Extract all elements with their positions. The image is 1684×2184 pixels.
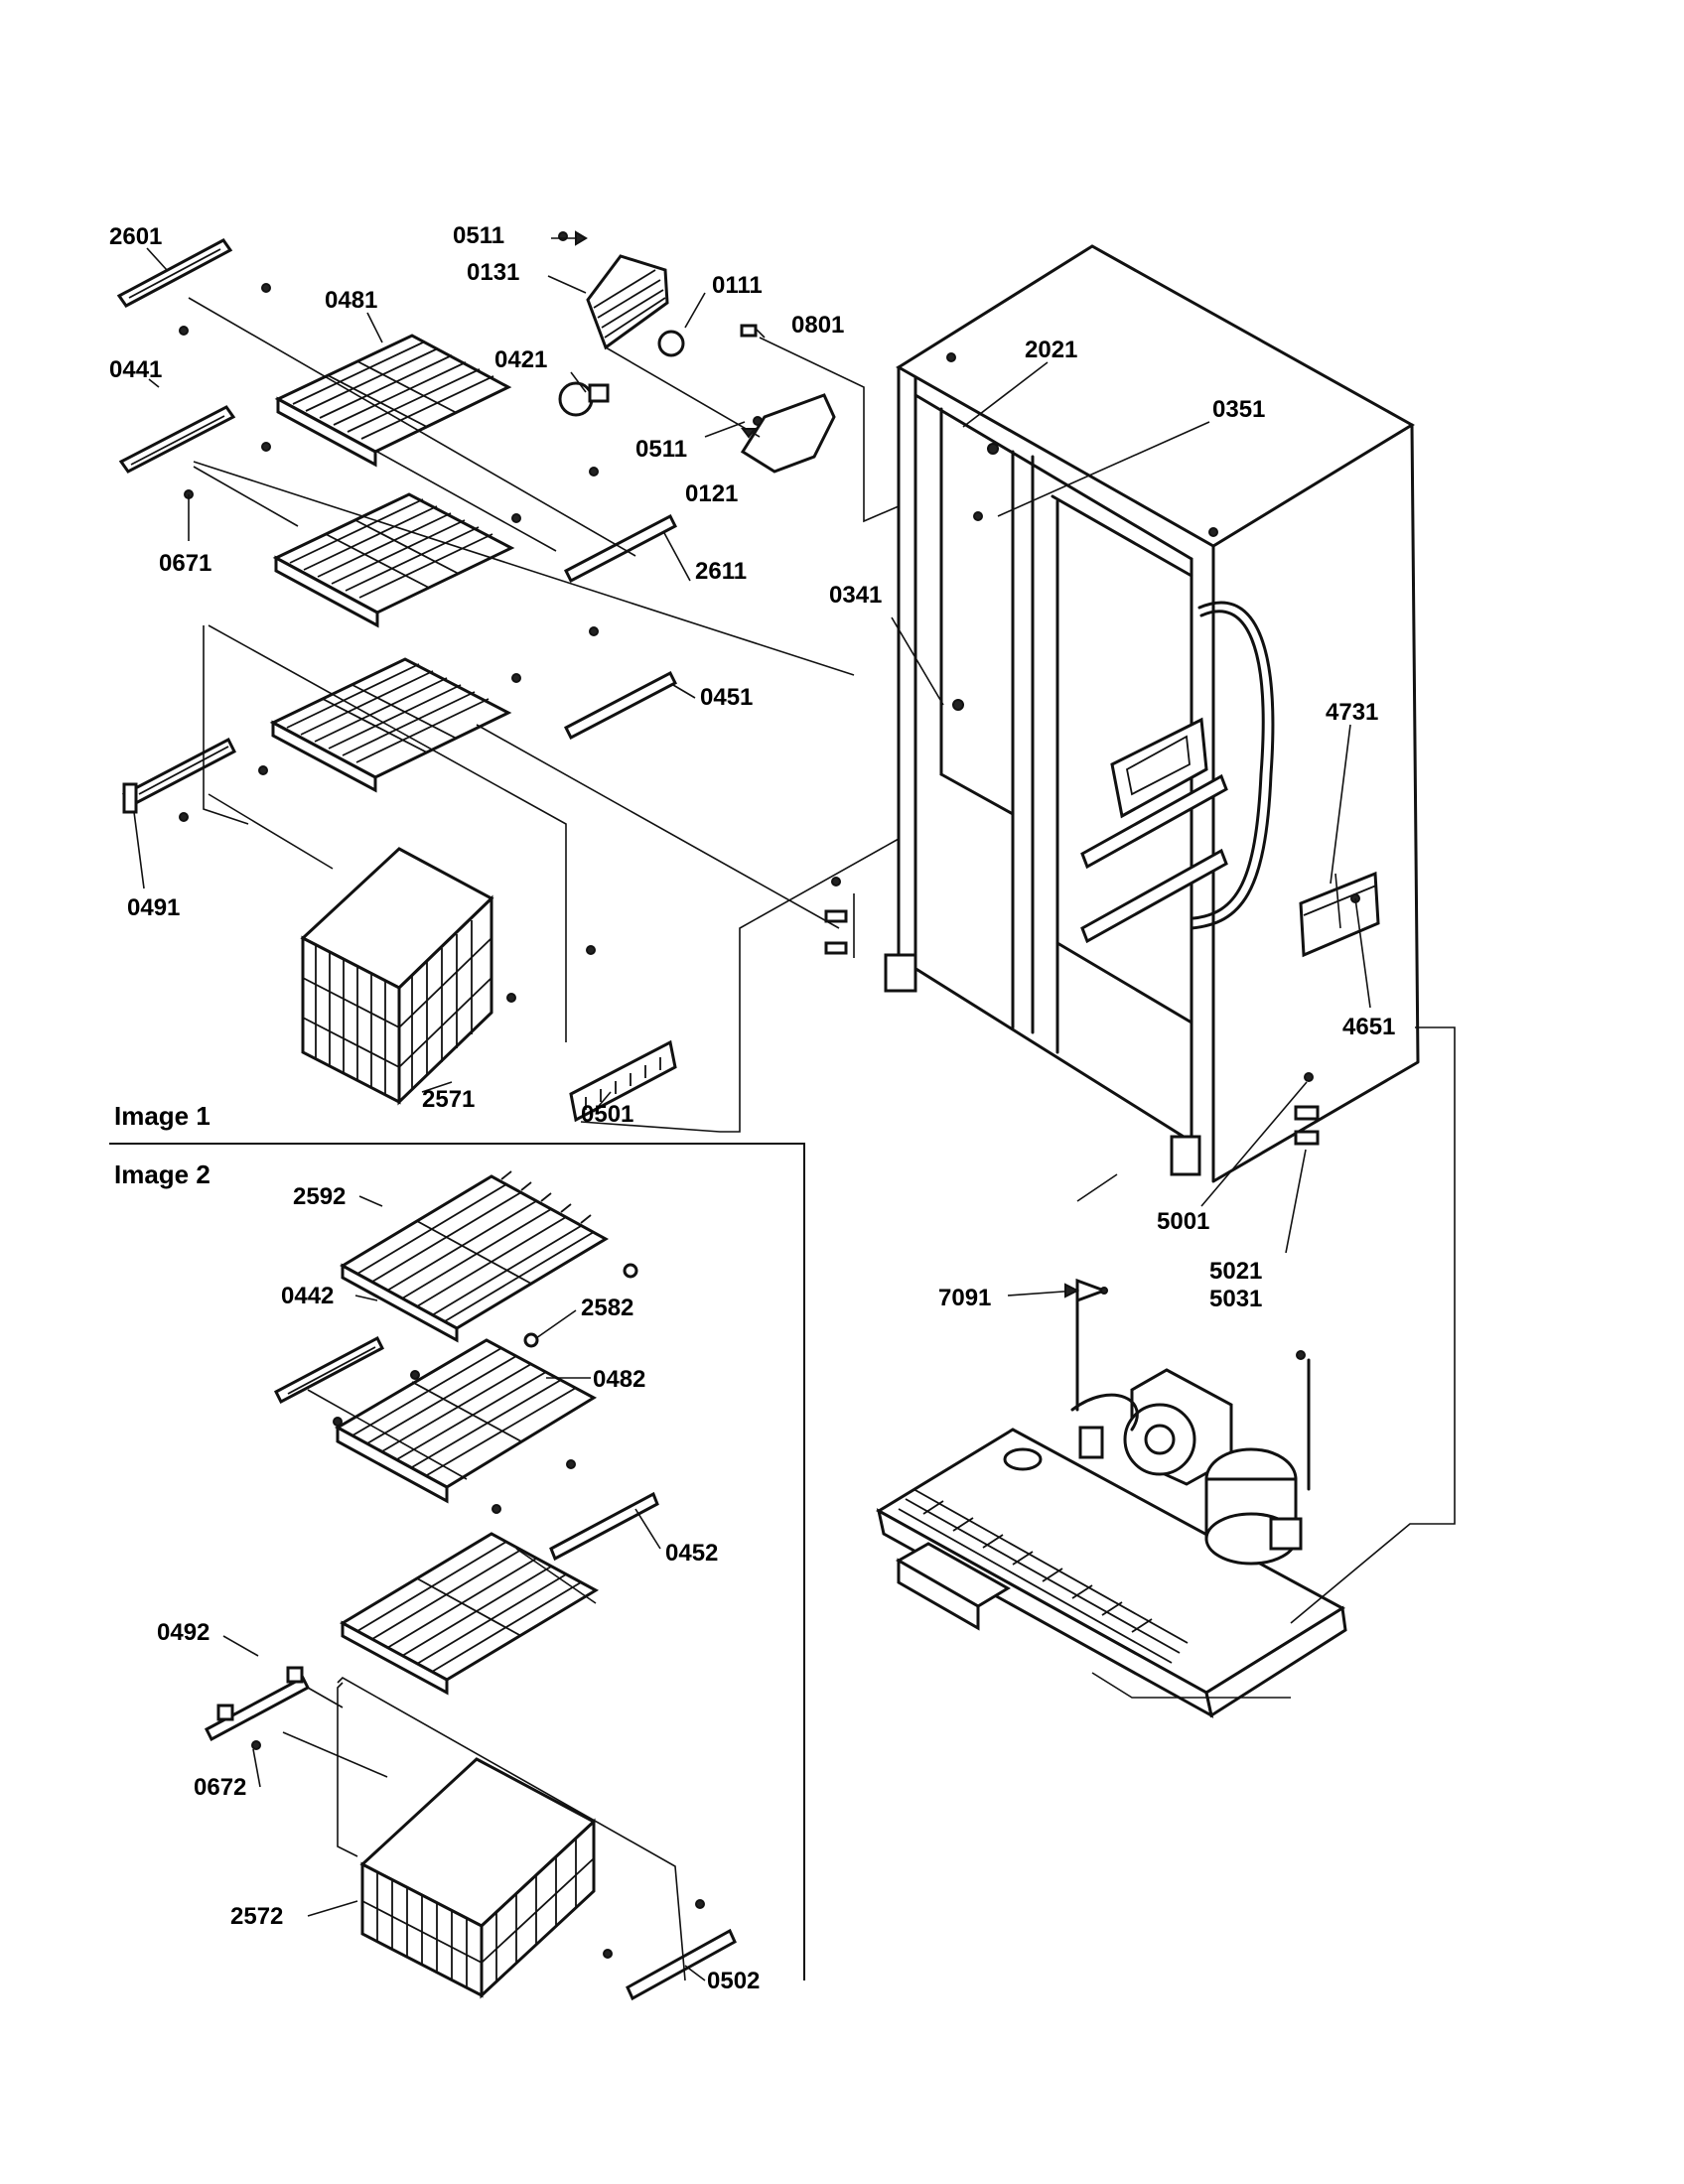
label-2592: 2592: [293, 1183, 346, 1210]
label-0672: 0672: [194, 1774, 246, 1801]
label-0491: 0491: [127, 894, 180, 921]
shelf-0482: [334, 1338, 598, 1504]
hinge-parts-left: [824, 877, 848, 955]
rail-0452: [491, 1459, 659, 1562]
shelf-2592: [339, 1170, 638, 1348]
label-0341: 0341: [829, 582, 882, 609]
section-divider: [109, 1143, 805, 1980]
rail-0492: [205, 1666, 310, 1750]
label-0501: 0501: [581, 1101, 633, 1128]
arrow-heads: [575, 230, 1080, 1298]
label-2611: 2611: [695, 558, 747, 585]
rail-2611: [511, 467, 677, 584]
label-0481: 0481: [325, 287, 377, 314]
label-0482: 0482: [593, 1366, 645, 1393]
label-2571: 2571: [422, 1086, 475, 1113]
label-2601: 2601: [109, 223, 162, 250]
label-0492: 0492: [157, 1619, 210, 1646]
label-0442: 0442: [281, 1283, 334, 1309]
label-0451: 0451: [700, 684, 753, 711]
label-5001: 5001: [1157, 1208, 1209, 1235]
section-label-image1: Image 1: [114, 1101, 210, 1131]
alignment-lines: [188, 297, 1456, 1981]
label-0111: 0111: [712, 272, 763, 299]
rail-0451: [511, 626, 677, 741]
machine-compartment: [876, 1278, 1347, 1718]
label-0441: 0441: [109, 356, 162, 383]
section-label-image2: Image 2: [114, 1160, 210, 1189]
label-2572: 2572: [230, 1903, 283, 1930]
shelf-image2-lower: [339, 1532, 600, 1696]
basket-2571: [300, 847, 494, 1106]
label-0421: 0421: [494, 346, 547, 373]
shelf-lower: [269, 657, 512, 793]
shelf-middle: [272, 492, 515, 628]
rail-0441: [118, 405, 271, 499]
hinge-parts-right: [1294, 1072, 1320, 1146]
label-0452: 0452: [665, 1540, 718, 1567]
label-0511-top: 0511: [453, 222, 504, 249]
label-0801: 0801: [791, 312, 844, 339]
label-2021: 2021: [1025, 337, 1077, 363]
label-0511-mid: 0511: [635, 436, 687, 463]
section-labels: Image 1 Image 2: [114, 1101, 210, 1189]
label-7091: 7091: [938, 1285, 991, 1311]
refrigerator-cabinet: [884, 244, 1420, 1183]
basket-2572: [359, 1757, 597, 1999]
label-0131: 0131: [467, 259, 519, 286]
label-5031: 5031: [1209, 1286, 1262, 1312]
label-4731: 4731: [1326, 699, 1378, 726]
label-0502: 0502: [707, 1968, 760, 1994]
part-labels: 2601 0511 0131 0111 0481 0801 0421 2021 …: [109, 222, 1395, 1994]
label-0671: 0671: [159, 550, 211, 577]
light-assembly: [558, 231, 836, 474]
label-4651: 4651: [1342, 1014, 1395, 1040]
rail-2601: [116, 238, 271, 336]
label-2582: 2582: [581, 1295, 633, 1321]
label-0121: 0121: [685, 480, 738, 507]
rail-0501: [506, 945, 677, 1123]
label-0351: 0351: [1212, 396, 1265, 423]
shelf-0481: [274, 334, 512, 468]
label-5021: 5021: [1209, 1258, 1262, 1285]
rail-0502: [603, 1899, 737, 2001]
rail-0442: [274, 1335, 420, 1427]
rail-0491: [122, 737, 268, 822]
